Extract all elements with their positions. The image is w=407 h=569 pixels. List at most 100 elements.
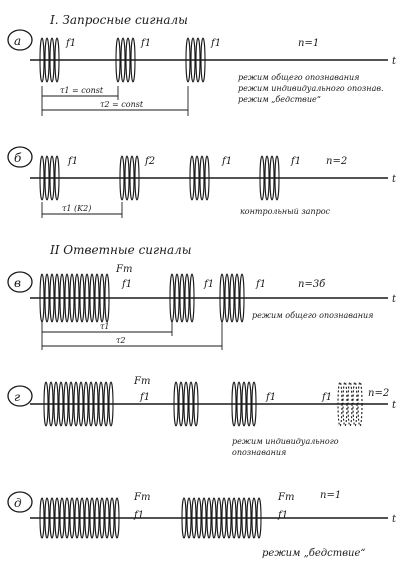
label-f2-b: f2 — [144, 156, 155, 167]
label-f1-a1: f1 — [65, 38, 76, 49]
pulse-oscillation — [264, 155, 270, 201]
pulse-oscillation — [79, 497, 85, 539]
pulse-oscillation — [216, 497, 222, 539]
n-label-g: n=2 — [368, 388, 389, 399]
pulse-oscillation — [251, 381, 257, 427]
pulse-oscillation — [103, 381, 109, 427]
pulse-oscillation — [189, 155, 195, 201]
pulse-oscillation — [64, 273, 70, 323]
pulse-oscillation — [191, 497, 197, 539]
pulse-oscillation — [115, 37, 121, 83]
pulse-oscillation — [84, 497, 90, 539]
diagram-v: в t Fm f1 f1 f1 n=3б τ1 τ2 режим общего … — [7, 264, 397, 350]
label-fm-d2: Fm — [277, 492, 294, 503]
pulse-oscillation — [88, 381, 94, 427]
pulse-oscillation — [130, 37, 136, 83]
pulse-oscillation — [274, 155, 280, 201]
pulse-oscillation — [224, 273, 230, 323]
pulse-oscillation — [347, 381, 353, 427]
pulse-oscillation — [89, 497, 95, 539]
section-2-heading: II Ответные сигналы — [49, 243, 192, 257]
pulse-oscillation — [231, 381, 237, 427]
pulse-oscillation — [236, 497, 242, 539]
pulse-oscillation — [44, 37, 50, 83]
label-f1-g1: f1 — [139, 392, 150, 403]
pulse-oscillation — [129, 155, 135, 201]
letter-circle-v — [7, 271, 33, 293]
pulse-oscillation — [124, 155, 130, 201]
pulse-oscillation — [234, 273, 240, 323]
n-label-d: n=1 — [320, 490, 341, 501]
note-v1: режим общего опознавания — [252, 311, 373, 320]
pulse-oscillation — [188, 381, 194, 427]
pulse-group-a — [39, 37, 206, 83]
label-f1-g3: f1 — [321, 392, 332, 403]
label-f1-d1: f1 — [133, 510, 144, 521]
pulse-oscillation — [178, 381, 184, 427]
t-label-b: t — [392, 174, 397, 185]
t-label-d: t — [392, 514, 397, 525]
pulse-group-d — [39, 497, 262, 539]
pulse-oscillation — [69, 497, 75, 539]
pulse-oscillation — [352, 381, 358, 427]
label-fm-v: Fm — [115, 264, 132, 275]
pulse-oscillation — [53, 381, 59, 427]
label-f1-d2: f1 — [277, 510, 288, 521]
pulse-oscillation — [231, 497, 237, 539]
pulse-oscillation — [39, 497, 45, 539]
letter-b: б — [14, 151, 22, 165]
pulse-oscillation — [256, 497, 262, 539]
pulse-oscillation — [174, 273, 180, 323]
pulse-oscillation — [259, 155, 265, 201]
pulse-oscillation — [241, 381, 247, 427]
label-f1-v2: f1 — [203, 279, 214, 290]
pulse-oscillation — [54, 273, 60, 323]
pulse-oscillation — [196, 497, 202, 539]
pulse-oscillation — [58, 381, 64, 427]
pulse-oscillation — [108, 381, 114, 427]
pulse-oscillation — [185, 37, 191, 83]
interval-label-a1: τ1 = const — [60, 86, 104, 95]
pulse-oscillation — [193, 381, 199, 427]
label-f1-b2: f1 — [221, 156, 232, 167]
pulse-oscillation — [204, 155, 210, 201]
pulse-oscillation — [98, 381, 104, 427]
pulse-oscillation — [173, 381, 179, 427]
diagram-d: д t Fm f1 Fm f1 n=1 режим „бедствие“ — [7, 490, 397, 559]
label-f1-v1: f1 — [121, 279, 132, 290]
pulse-oscillation — [251, 497, 257, 539]
pulse-oscillation — [43, 381, 49, 427]
pulse-oscillation — [342, 381, 348, 427]
pulse-oscillation — [73, 381, 79, 427]
pulse-oscillation — [54, 37, 60, 83]
pulse-oscillation — [79, 273, 85, 323]
diagram-b: б t f1 f2 f1 f1 n=2 τ1 (K2) контрольный … — [7, 146, 397, 218]
pulse-oscillation — [236, 381, 242, 427]
pulse-oscillation — [49, 155, 55, 201]
pulse-group-b — [39, 155, 280, 201]
pulse-oscillation — [186, 497, 192, 539]
note-a1: режим общего опознавания — [238, 73, 359, 82]
t-label-a: t — [392, 56, 397, 67]
note-g2: опознавания — [232, 448, 286, 457]
n-label-a: n=1 — [298, 38, 319, 49]
n-label-v: n=3б — [298, 279, 326, 290]
letter-v: в — [14, 276, 21, 290]
pulse-oscillation — [226, 497, 232, 539]
pulse-oscillation — [63, 381, 69, 427]
pulse-oscillation — [125, 37, 131, 83]
pulse-oscillation — [93, 381, 99, 427]
label-f1-g2: f1 — [265, 392, 276, 403]
letter-g: г — [14, 390, 20, 404]
pulse-oscillation — [83, 381, 89, 427]
pulse-oscillation — [200, 37, 206, 83]
pulse-oscillation — [99, 273, 105, 323]
pulse-oscillation — [39, 37, 45, 83]
pulse-group-g — [43, 381, 363, 427]
pulse-oscillation — [94, 273, 100, 323]
diagram-a: а t f1 f1 f1 n=1 τ1 = const τ2 = const р… — [7, 29, 397, 116]
label-fm-d1: Fm — [133, 492, 150, 503]
pulse-oscillation — [114, 497, 120, 539]
pulse-oscillation — [49, 37, 55, 83]
pulse-oscillation — [229, 273, 235, 323]
